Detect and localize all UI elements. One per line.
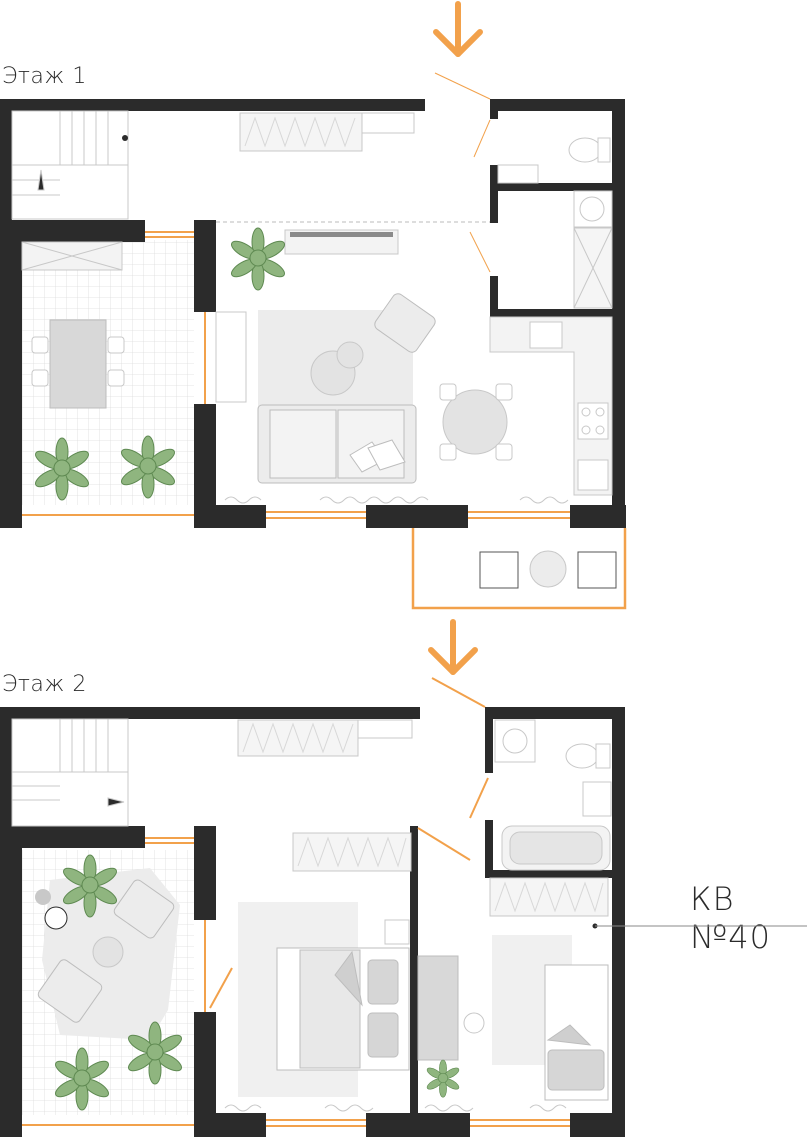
bathroom-f1 <box>497 137 613 309</box>
plant-icon <box>228 227 288 291</box>
floor-1-label: Этаж 1 <box>2 64 87 89</box>
floor-1-door-swings <box>434 72 491 273</box>
loggia-armchair <box>113 879 175 939</box>
stairs-icon <box>11 110 129 220</box>
loggia-armchair <box>37 959 103 1023</box>
floor-2-windows <box>22 677 570 1127</box>
terrace-furniture <box>479 550 617 589</box>
floor-1-windows <box>22 231 570 519</box>
nightstand <box>384 919 410 945</box>
tv <box>290 232 393 237</box>
balcony-table <box>49 319 107 409</box>
floor-2-plan <box>0 619 807 1137</box>
apartment-label: КВ №40 <box>690 880 771 956</box>
armchair <box>374 293 436 353</box>
floor-2-label: Этаж 2 <box>2 672 87 697</box>
shoe-cabinet <box>361 112 415 134</box>
wardrobe <box>239 112 363 152</box>
stairs-icon <box>11 718 129 827</box>
desk <box>417 955 459 1061</box>
floor-1-plan <box>0 1 627 610</box>
loggia-side-table <box>92 936 124 968</box>
side-table <box>336 341 364 369</box>
double-bed <box>276 947 410 1071</box>
sofa <box>257 404 417 484</box>
floor-lamp <box>35 889 51 905</box>
entrance-arrow-icon <box>428 619 478 675</box>
kitchen <box>489 316 613 496</box>
entrance-arrow-icon <box>433 1 483 57</box>
floor-1-balcony-door <box>215 311 247 403</box>
terrace-outline <box>411 528 627 610</box>
floor-1-walls <box>0 99 626 528</box>
plant-icon <box>425 1059 461 1098</box>
single-bed <box>544 964 609 1101</box>
bathroom-f2 <box>494 719 612 871</box>
dining-table <box>439 383 513 461</box>
desk-chair <box>463 1012 485 1034</box>
floor-2-walls <box>0 707 625 1137</box>
